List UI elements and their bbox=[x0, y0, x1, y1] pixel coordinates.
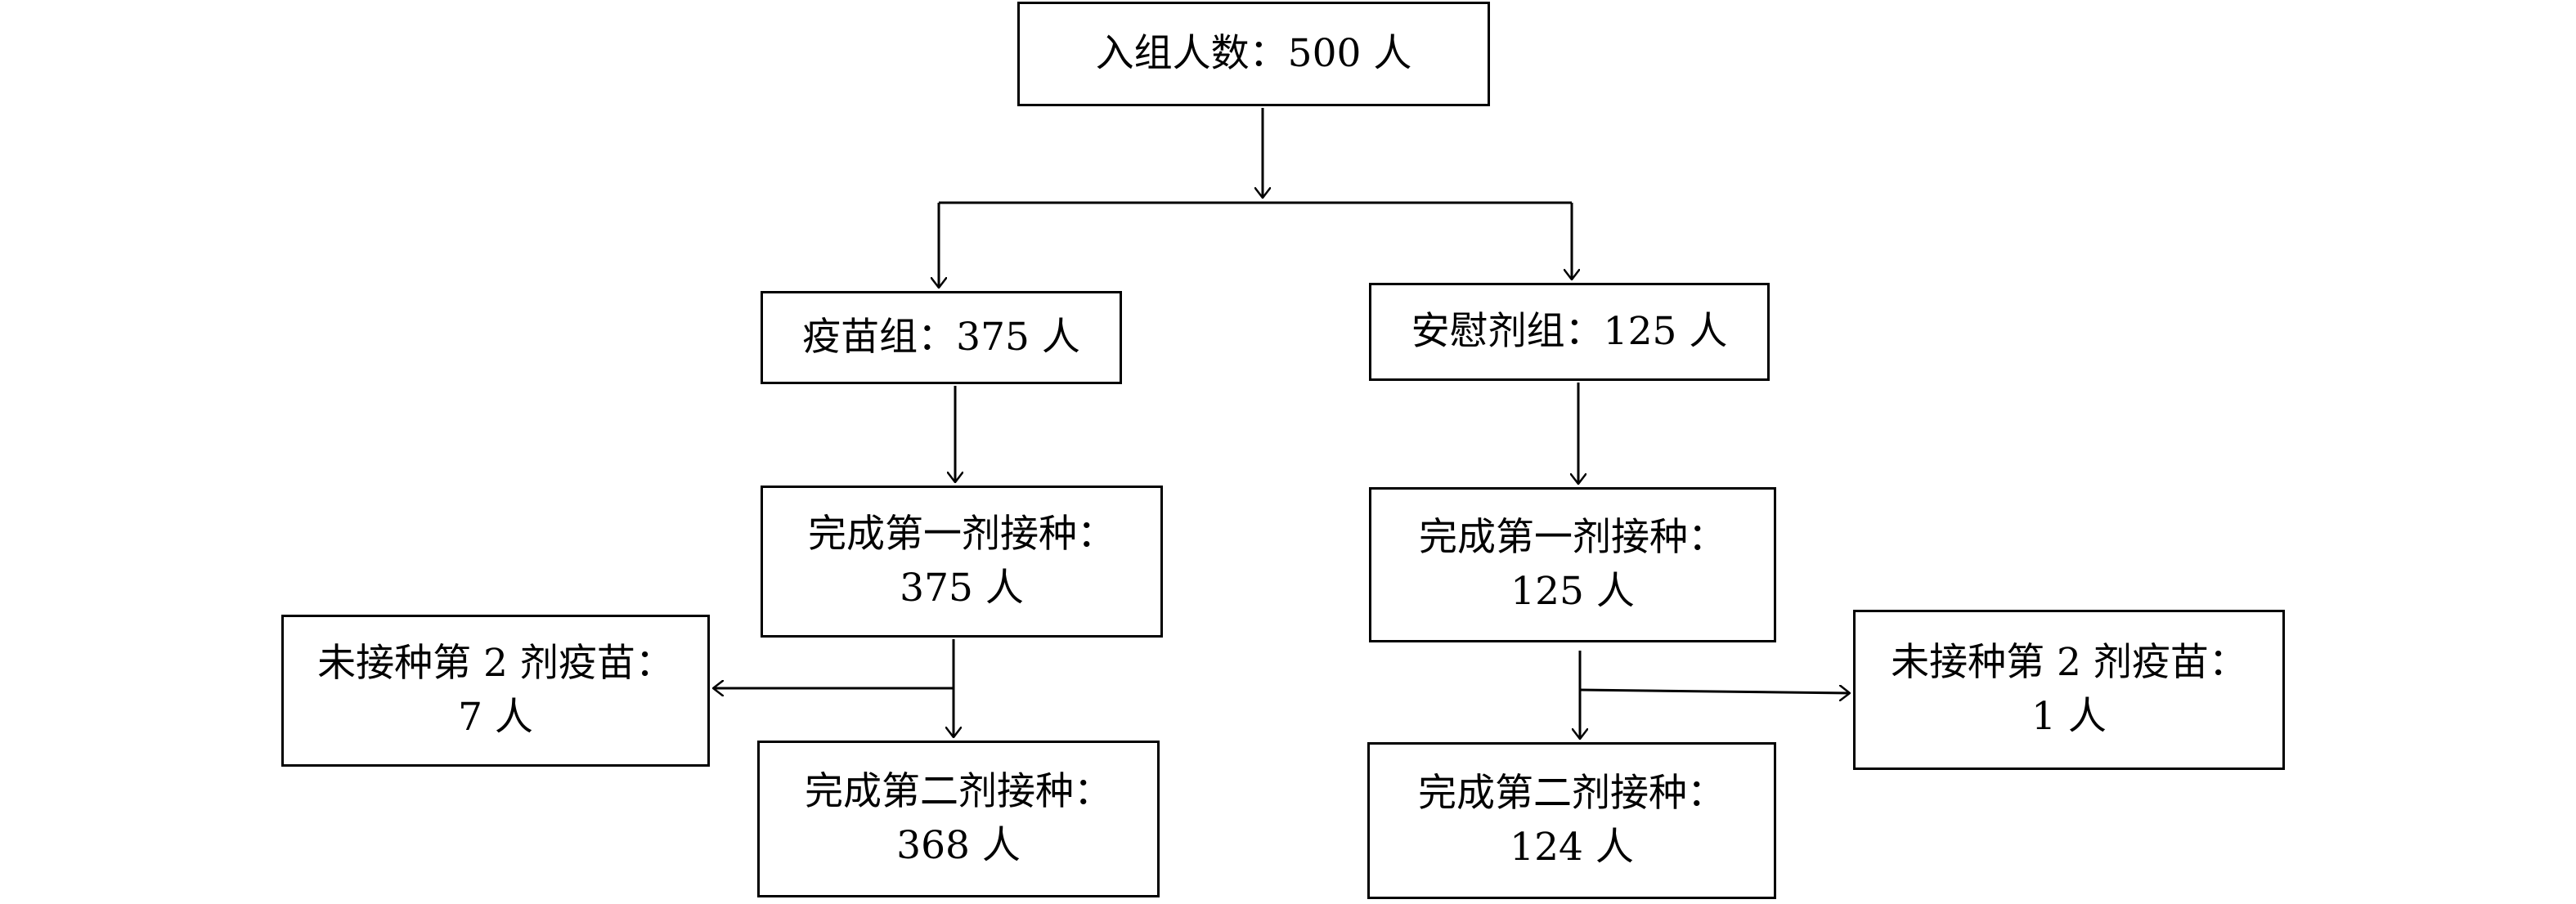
placebo-dose2-box: 完成第二剂接种： 124 人 bbox=[1367, 742, 1776, 899]
vaccine-group-text: 疫苗组：375 人 bbox=[802, 315, 1080, 360]
enrolled-box: 入组人数：500 人 bbox=[1017, 2, 1490, 106]
vaccine-group-box: 疫苗组：375 人 bbox=[761, 291, 1122, 384]
vaccine-dose1-box: 完成第一剂接种： 375 人 bbox=[761, 486, 1163, 638]
vaccine-dose1-count: 375 人 bbox=[900, 566, 1024, 611]
placebo-missed-dose2-box: 未接种第 2 剂疫苗： 1 人 bbox=[1853, 610, 2285, 770]
placebo-group-text: 安慰剂组：125 人 bbox=[1411, 309, 1728, 354]
arrow-placebo-to-missed bbox=[1579, 690, 1850, 693]
vaccine-missed-count: 7 人 bbox=[458, 695, 533, 740]
placebo-dose1-count: 125 人 bbox=[1510, 569, 1635, 614]
placebo-missed-label: 未接种第 2 剂疫苗： bbox=[1891, 640, 2247, 685]
vaccine-dose2-box: 完成第二剂接种： 368 人 bbox=[757, 741, 1160, 897]
placebo-dose2-count: 124 人 bbox=[1510, 825, 1634, 870]
placebo-dose1-label: 完成第一剂接种： bbox=[1419, 515, 1726, 560]
placebo-group-box: 安慰剂组：125 人 bbox=[1369, 283, 1770, 381]
vaccine-dose2-count: 368 人 bbox=[896, 823, 1021, 868]
vaccine-missed-label: 未接种第 2 剂疫苗： bbox=[317, 641, 674, 686]
vaccine-dose2-label: 完成第二剂接种： bbox=[805, 769, 1112, 814]
placebo-dose2-label: 完成第二剂接种： bbox=[1418, 771, 1726, 816]
placebo-dose1-box: 完成第一剂接种： 125 人 bbox=[1369, 487, 1776, 642]
vaccine-dose1-label: 完成第一剂接种： bbox=[808, 512, 1115, 557]
vaccine-missed-dose2-box: 未接种第 2 剂疫苗： 7 人 bbox=[281, 615, 710, 767]
placebo-missed-count: 1 人 bbox=[2031, 694, 2107, 739]
enrolled-text: 入组人数：500 人 bbox=[1095, 31, 1412, 76]
